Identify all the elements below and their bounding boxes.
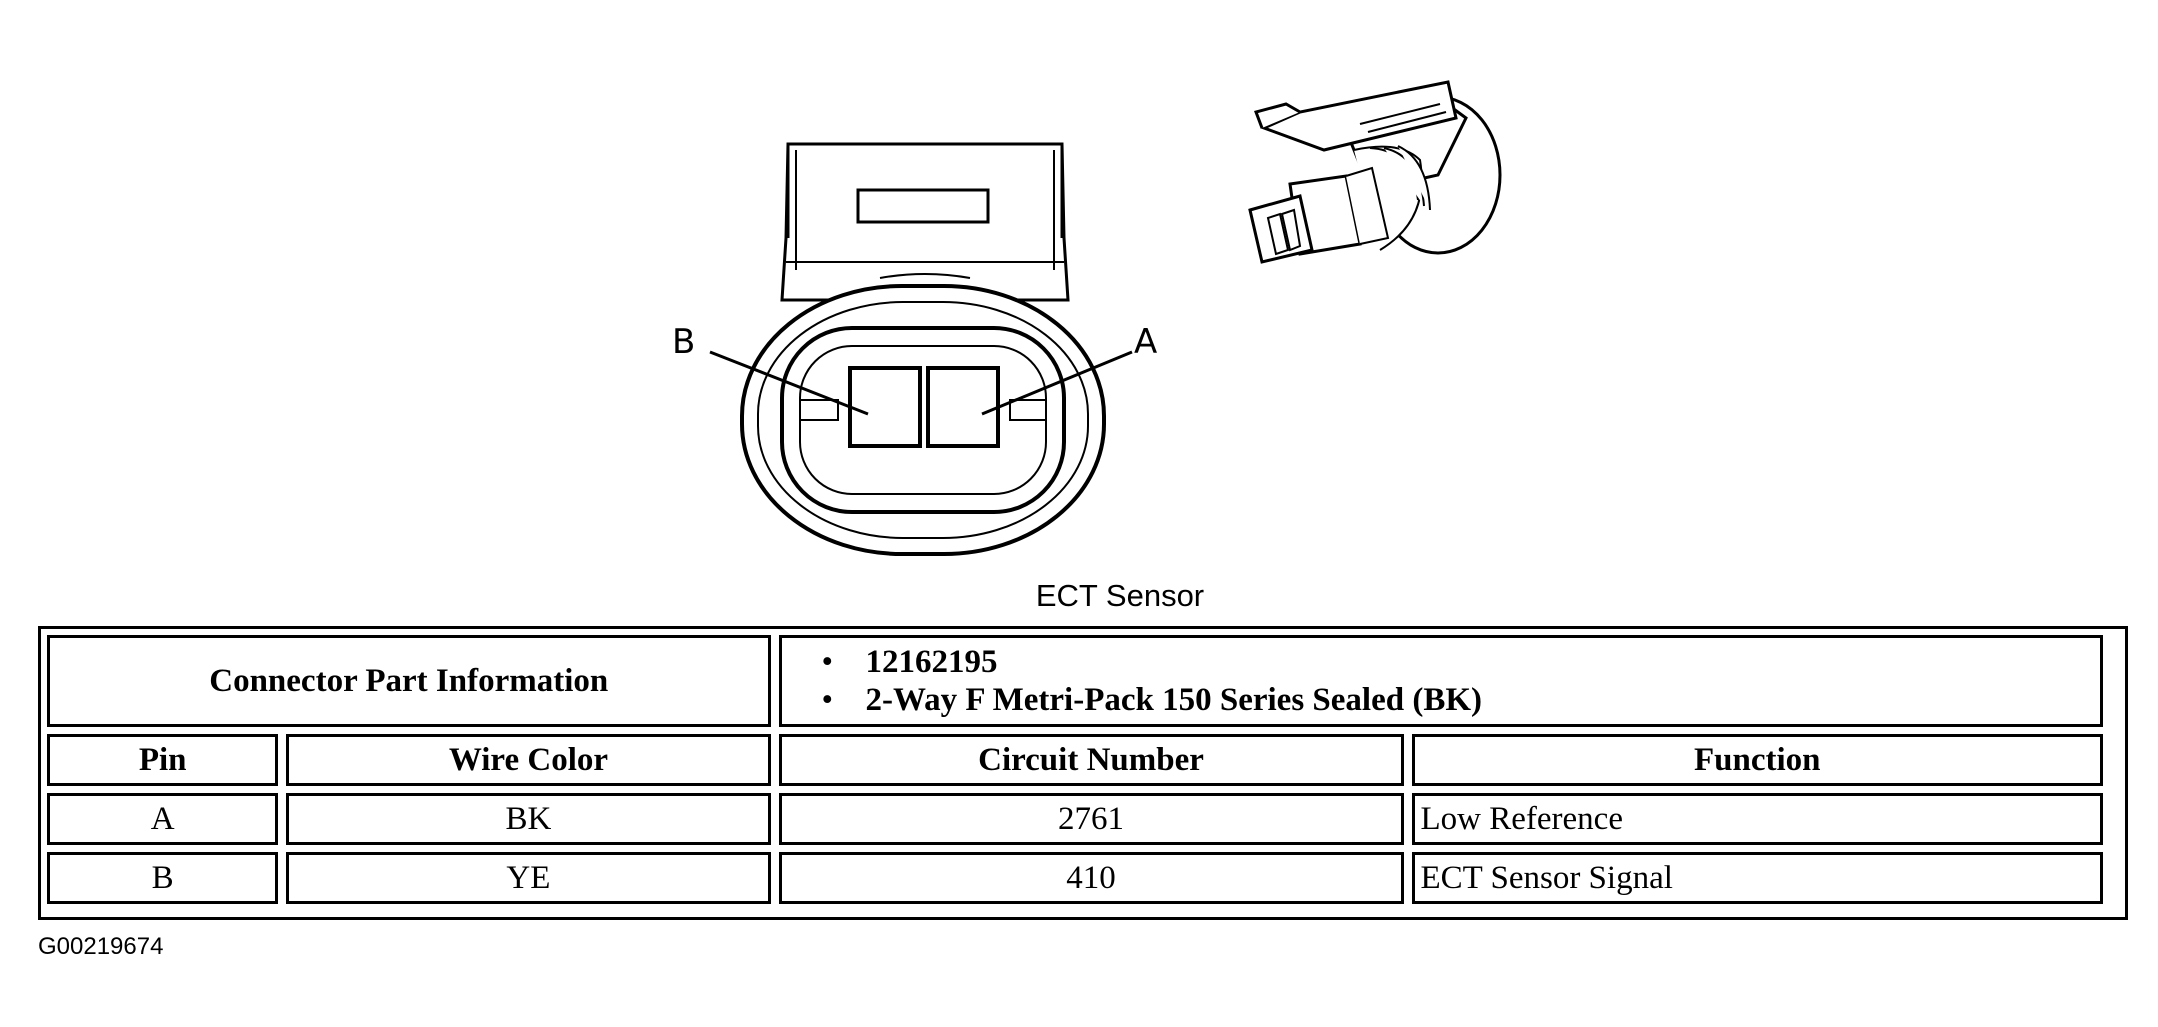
part-info-row: Connector Part Information 12162195 2-Wa… xyxy=(47,635,2103,727)
wire-color-cell: BK xyxy=(286,793,771,845)
part-number: 12162195 xyxy=(821,643,2094,681)
function-cell: ECT Sensor Signal xyxy=(1411,852,2103,904)
circuit-number-cell: 2761 xyxy=(778,793,1404,845)
table-row: A BK 2761 Low Reference xyxy=(47,793,2103,845)
part-description: 2-Way F Metri-Pack 150 Series Sealed (BK… xyxy=(821,681,2094,719)
connector-diagram: B A xyxy=(672,80,1502,556)
figure-id: G00219674 xyxy=(38,933,164,960)
wire-color-cell: YE xyxy=(286,852,771,904)
diagram-caption: ECT Sensor xyxy=(1035,578,1205,613)
header-circuit-number: Circuit Number xyxy=(778,734,1404,786)
pin-cell: A xyxy=(47,793,279,845)
header-pin: Pin xyxy=(47,734,279,786)
connector-info-table: Connector Part Information 12162195 2-Wa… xyxy=(39,628,2111,911)
function-cell: Low Reference xyxy=(1411,793,2103,845)
table-header-row: Pin Wire Color Circuit Number Function xyxy=(47,734,2103,786)
header-wire-color: Wire Color xyxy=(286,734,771,786)
header-function: Function xyxy=(1411,734,2103,786)
pin-b-callout: B xyxy=(672,322,696,362)
connector-face-view xyxy=(709,80,1502,556)
connector-isometric-view xyxy=(1248,80,1502,264)
connector-part-info-label: Connector Part Information xyxy=(47,635,771,727)
pin-a-callout: A xyxy=(1134,322,1158,362)
pin-cell: B xyxy=(47,852,279,904)
circuit-number-cell: 410 xyxy=(778,852,1404,904)
part-info-cell: 12162195 2-Way F Metri-Pack 150 Series S… xyxy=(778,635,2103,727)
connector-table: Connector Part Information 12162195 2-Wa… xyxy=(38,626,2128,920)
table-row: B YE 410 ECT Sensor Signal xyxy=(47,852,2103,904)
